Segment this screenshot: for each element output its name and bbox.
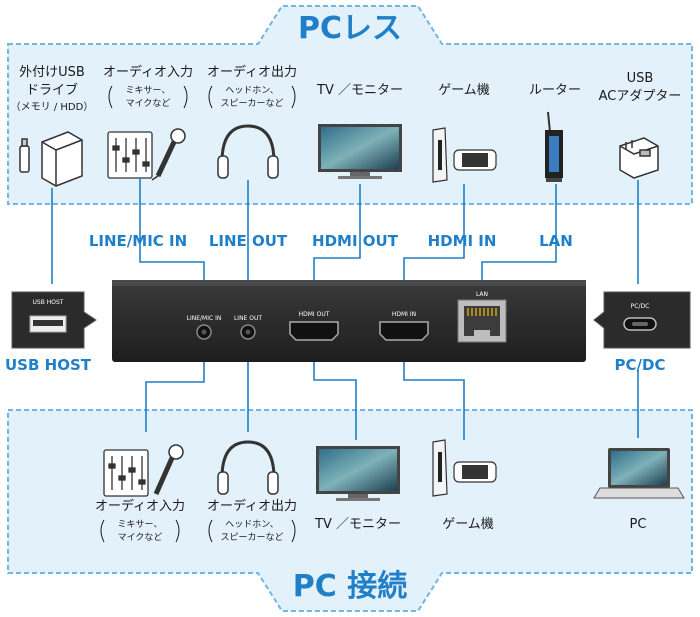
game-console-icon-bottom [432,439,497,497]
headphones-icon-bottom [217,440,279,495]
audio-in-sub-2: マイクなど [126,98,171,109]
label-line-mic-in: LINE/MIC IN [89,232,187,250]
audio-in-sub-1-bottom: ミキサー、 [118,519,163,530]
top-item-usb-drive: 外付けUSB ドライブ （メモリ / HDD） [11,65,94,113]
capture-device: LINE/MIC IN LINE OUT HDMI OUT HDMI IN LA… [112,280,586,362]
audio-in-label-bottom: オーディオ入力 [95,498,185,514]
label-hdmi-out: HDMI OUT [312,232,399,250]
top-item-audio-out: オーディオ出力 ヘッドホン、 スピーカーなど [207,64,297,109]
microphone-icon [151,128,186,181]
device-port-line-mic-in: LINE/MIC IN [187,315,222,322]
usb-adapter-label: USB [627,71,654,86]
device-port-hdmi-out: HDMI OUT [299,311,330,318]
audio-out-sub-2: スピーカーなど [220,98,283,109]
audio-out-sub-2-bottom: スピーカーなど [220,532,283,543]
mixer-icon-bottom [103,449,149,497]
audio-in-label: オーディオ入力 [103,64,193,80]
tv-label-bottom: TV ／モニター [314,517,401,532]
lan-port: LAN [457,291,507,343]
bottom-item-audio-in: オーディオ入力 ミキサー、 マイクなど [95,498,185,543]
hdmi-out-port: HDMI OUT [289,311,339,341]
title-pc-connect: PC 接続 [293,569,407,604]
router-label: ルーター [529,83,581,98]
audio-out-sub-1: ヘッドホン、 [225,85,278,96]
usb-drive-icon [19,131,83,187]
audio-out-label: オーディオ出力 [207,64,297,80]
label-usb-host: USB HOST [5,356,92,374]
audio-in-sub-2-bottom: マイクなど [118,532,163,543]
device-port-usb-host: USB HOST [33,299,64,306]
usb-host-callout: USB HOST [11,291,97,349]
label-pc-dc: PC/DC [615,356,666,374]
bottom-panel-pc-connect: PC 接続 [7,409,693,612]
top-item-audio-in: オーディオ入力 ミキサー、 マイクなど [103,64,193,109]
label-line-out: LINE OUT [209,232,288,250]
usb-drive-label: 外付けUSB [19,65,85,80]
device-port-hdmi-in: HDMI IN [392,311,416,318]
audio-out-label-bottom: オーディオ出力 [207,498,297,514]
pc-dc-callout: PC/DC [593,291,691,349]
game-label-bottom: ゲーム機 [442,517,494,532]
device-port-pc-dc: PC/DC [631,303,650,310]
bottom-item-audio-out: オーディオ出力 ヘッドホン、 スピーカーなど [207,498,297,543]
tv-icon-bottom [316,446,400,501]
label-hdmi-in: HDMI IN [428,232,497,250]
tv-icon-top [318,124,402,179]
pc-label: PC [630,517,647,532]
mixer-icon [107,131,153,179]
device-port-lan: LAN [476,291,488,298]
laptop-pc-icon [593,448,685,499]
hdmi-in-port: HDMI IN [379,311,429,341]
title-pcless: PCレス [298,11,402,46]
label-lan: LAN [539,232,573,250]
microphone-icon-bottom [153,444,184,496]
game-console-icon-top [432,127,497,183]
line-out-port: LINE OUT [234,315,262,340]
usb-drive-label-3: （メモリ / HDD） [11,101,94,113]
usb-adapter-label-2: ACアダプター [599,89,682,104]
device-port-line-out: LINE OUT [234,315,262,322]
ac-adapter-icon [619,137,659,179]
audio-in-sub-1: ミキサー、 [126,85,171,96]
tv-label-top: TV ／モニター [316,83,403,98]
usb-drive-label-2: ドライブ [26,82,78,98]
game-label-top: ゲーム機 [438,83,490,98]
headphones-icon [217,124,279,179]
line-mic-in-port: LINE/MIC IN [187,315,222,340]
audio-out-sub-1-bottom: ヘッドホン、 [225,519,278,530]
router-icon [545,111,563,182]
top-item-usb-adapter: USB ACアダプター [599,71,682,104]
top-panel-pcless: PCレス [7,5,693,205]
